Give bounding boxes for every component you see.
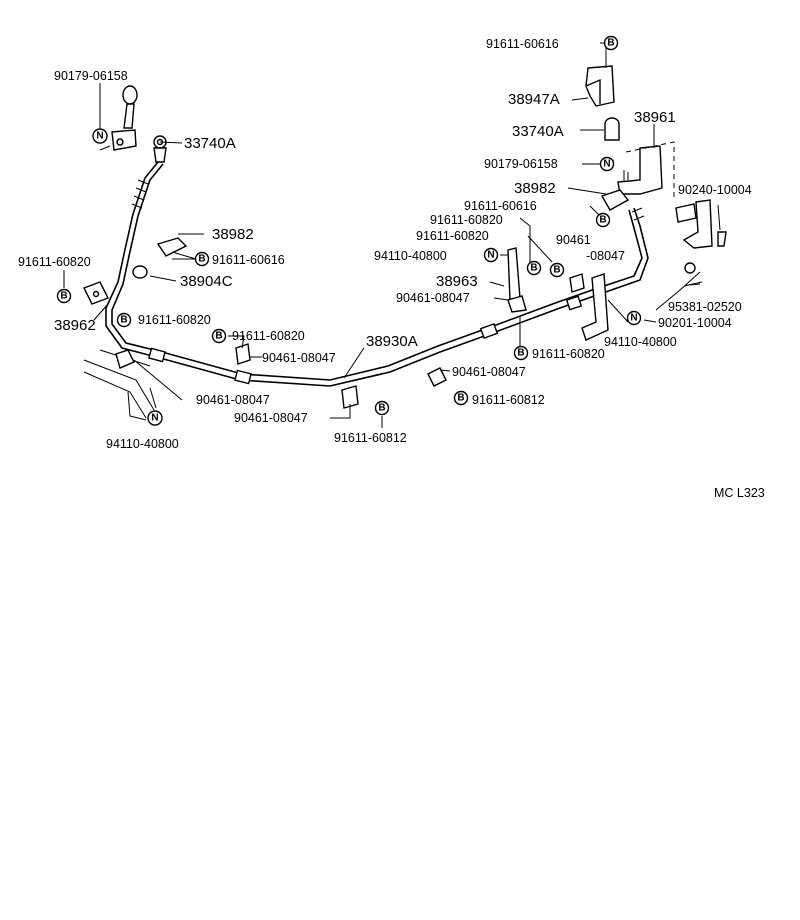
label-91611-60820: 91611-60820: [138, 313, 211, 327]
label-90461-08047: 90461-08047: [234, 411, 308, 425]
part-labels: 91611-60616 90179-06158 38947A 33740A 38…: [18, 37, 765, 500]
clip-90461-center: [235, 343, 251, 365]
clip-90461-right: [569, 273, 585, 293]
parking-brake-cable: [105, 161, 649, 387]
svg-text:B: B: [457, 393, 464, 404]
svg-text:B: B: [530, 263, 537, 274]
label-90240-10004: 90240-10004: [678, 183, 752, 197]
lever-knob: [111, 85, 138, 151]
label-38982: 38982: [514, 180, 556, 197]
svg-text:B: B: [599, 215, 606, 226]
badge-bolt: B: [526, 260, 542, 276]
label-90461: 90461: [556, 233, 591, 247]
label-91611-60820: 91611-60820: [532, 347, 605, 361]
floor-member-left: [83, 349, 155, 421]
label-90179-06158: 90179-06158: [484, 157, 558, 171]
badge-bolt: B: [549, 262, 565, 278]
diagram-code: MC L323: [714, 486, 765, 500]
svg-text:N: N: [151, 413, 158, 424]
svg-text:B: B: [553, 265, 560, 276]
svg-text:B: B: [60, 291, 67, 302]
bracket-90240: [675, 199, 727, 274]
svg-text:B: B: [215, 331, 222, 342]
svg-text:N: N: [630, 313, 637, 324]
bracket-38963: [507, 247, 527, 313]
label-91611-60820: 91611-60820: [232, 329, 305, 343]
badge-bolt: B: [116, 312, 132, 328]
label-91611-60820: 91611-60820: [430, 213, 503, 227]
badge-bolt: B: [374, 400, 390, 416]
badge-nut: N: [599, 156, 615, 172]
badge-nut: N: [147, 410, 163, 426]
label-94110-40800: 94110-40800: [374, 249, 447, 263]
badge-bolt: B: [595, 212, 611, 228]
label-91611-60616: 91611-60616: [212, 253, 285, 267]
bracket-38961: [617, 145, 663, 195]
label-90461-08047: 90461-08047: [196, 393, 270, 407]
label-91611-60616: 91611-60616: [486, 37, 559, 51]
badge-nut: N: [92, 128, 108, 144]
label-95381-02520: 95381-02520: [668, 300, 742, 314]
svg-text:B: B: [517, 348, 524, 359]
label-38962: 38962: [54, 317, 96, 334]
label-90461-08047: 90461-08047: [452, 365, 526, 379]
label-91611-60812: 91611-60812: [334, 431, 407, 445]
bracket-right-floor: [581, 273, 609, 341]
label-90201-10004: 90201-10004: [658, 316, 732, 330]
label-90179-06158: 90179-06158: [54, 69, 128, 83]
label-91611-60820: 91611-60820: [416, 229, 489, 243]
label-38930a: 38930A: [366, 333, 418, 350]
label-33740a: 33740A: [184, 135, 236, 152]
badge-bolt: B: [453, 390, 469, 406]
label-91611-60812: 91611-60812: [472, 393, 545, 407]
bracket-38962: [83, 281, 109, 305]
badge-bolt: B: [603, 35, 619, 51]
svg-text:N: N: [603, 159, 610, 170]
svg-text:B: B: [120, 315, 127, 326]
svg-text:N: N: [487, 250, 494, 261]
label-94110-40800: 94110-40800: [604, 335, 677, 349]
label-08047: -08047: [586, 249, 625, 263]
label-91611-60616: 91611-60616: [464, 199, 537, 213]
svg-text:N: N: [96, 131, 103, 142]
svg-text:B: B: [198, 254, 205, 265]
cable-end-33740a-right: [604, 117, 620, 141]
leader-lines: [63, 42, 721, 428]
label-33740a: 33740A: [512, 123, 564, 140]
label-38947a: 38947A: [508, 91, 560, 108]
badge-nut: N: [483, 247, 499, 263]
clip-90461-lower: [341, 367, 447, 409]
label-91611-60820: 91611-60820: [18, 255, 91, 269]
clip-38982-right: [600, 189, 630, 211]
pin-95381: [683, 281, 703, 287]
clip-38982-left: [156, 237, 188, 257]
badge-bolt: B: [56, 288, 72, 304]
label-38961: 38961: [634, 109, 676, 126]
badge-nut: N: [626, 310, 642, 326]
badge-bolt: B: [211, 328, 227, 344]
svg-text:B: B: [607, 38, 614, 49]
badge-bolt: B: [513, 345, 529, 361]
label-38963: 38963: [436, 273, 478, 290]
grommet-38904c: [132, 265, 148, 279]
svg-text:B: B: [378, 403, 385, 414]
label-38904c: 38904C: [180, 273, 233, 290]
cable-end-33740a-left: [153, 135, 167, 163]
label-90461-08047: 90461-08047: [262, 351, 336, 365]
label-90461-08047: 90461-08047: [396, 291, 470, 305]
badge-bolt: B: [194, 251, 210, 267]
bracket-38947a: [585, 65, 615, 107]
label-94110-40800: 94110-40800: [106, 437, 179, 451]
label-38982: 38982: [212, 226, 254, 243]
